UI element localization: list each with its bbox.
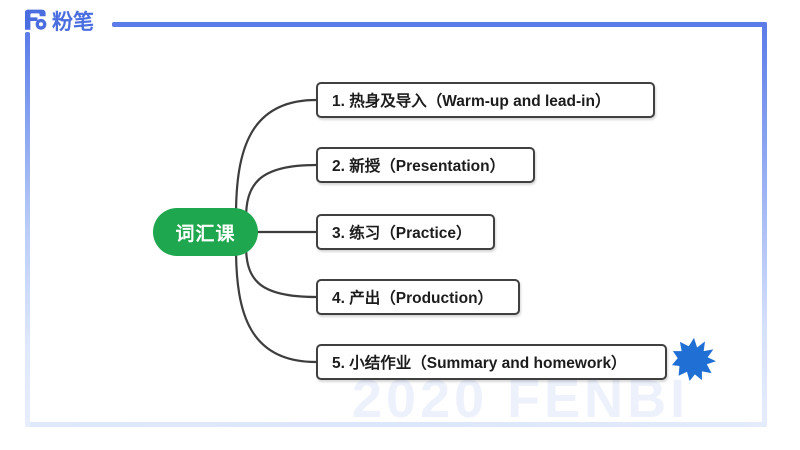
root-node-label: 词汇课 <box>175 223 236 245</box>
branch-label-5: 5. 小结作业（Summary and homework） <box>332 355 627 372</box>
frame-right-border <box>762 22 767 427</box>
frame-bottom-border <box>25 422 767 427</box>
branch-box-5[interactable]: 5. 小结作业（Summary and homework） <box>316 344 667 380</box>
starburst-icon <box>672 337 716 381</box>
branch-label-2: 2. 新授（Presentation） <box>332 158 506 175</box>
branch-box-4[interactable]: 4. 产出（Production） <box>316 279 520 315</box>
root-node[interactable]: 词汇课 <box>153 208 258 256</box>
branch-box-1[interactable]: 1. 热身及导入（Warm-up and lead-in） <box>316 82 655 118</box>
branch-box-3[interactable]: 3. 练习（Practice） <box>316 214 495 250</box>
watermark-text: 2020 FENBI <box>352 369 690 429</box>
branch-box-2[interactable]: 2. 新授（Presentation） <box>316 147 535 183</box>
frame-top-border <box>112 22 767 27</box>
frame-left-border <box>25 32 30 427</box>
branch-label-3: 3. 练习（Practice） <box>332 225 472 242</box>
brand-logo-text: 粉笔 <box>52 11 94 34</box>
brand-logo: 粉笔 <box>22 9 94 36</box>
fb-logo-icon <box>22 9 48 36</box>
branch-label-1: 1. 热身及导入（Warm-up and lead-in） <box>332 93 611 110</box>
branch-label-4: 4. 产出（Production） <box>332 290 494 307</box>
